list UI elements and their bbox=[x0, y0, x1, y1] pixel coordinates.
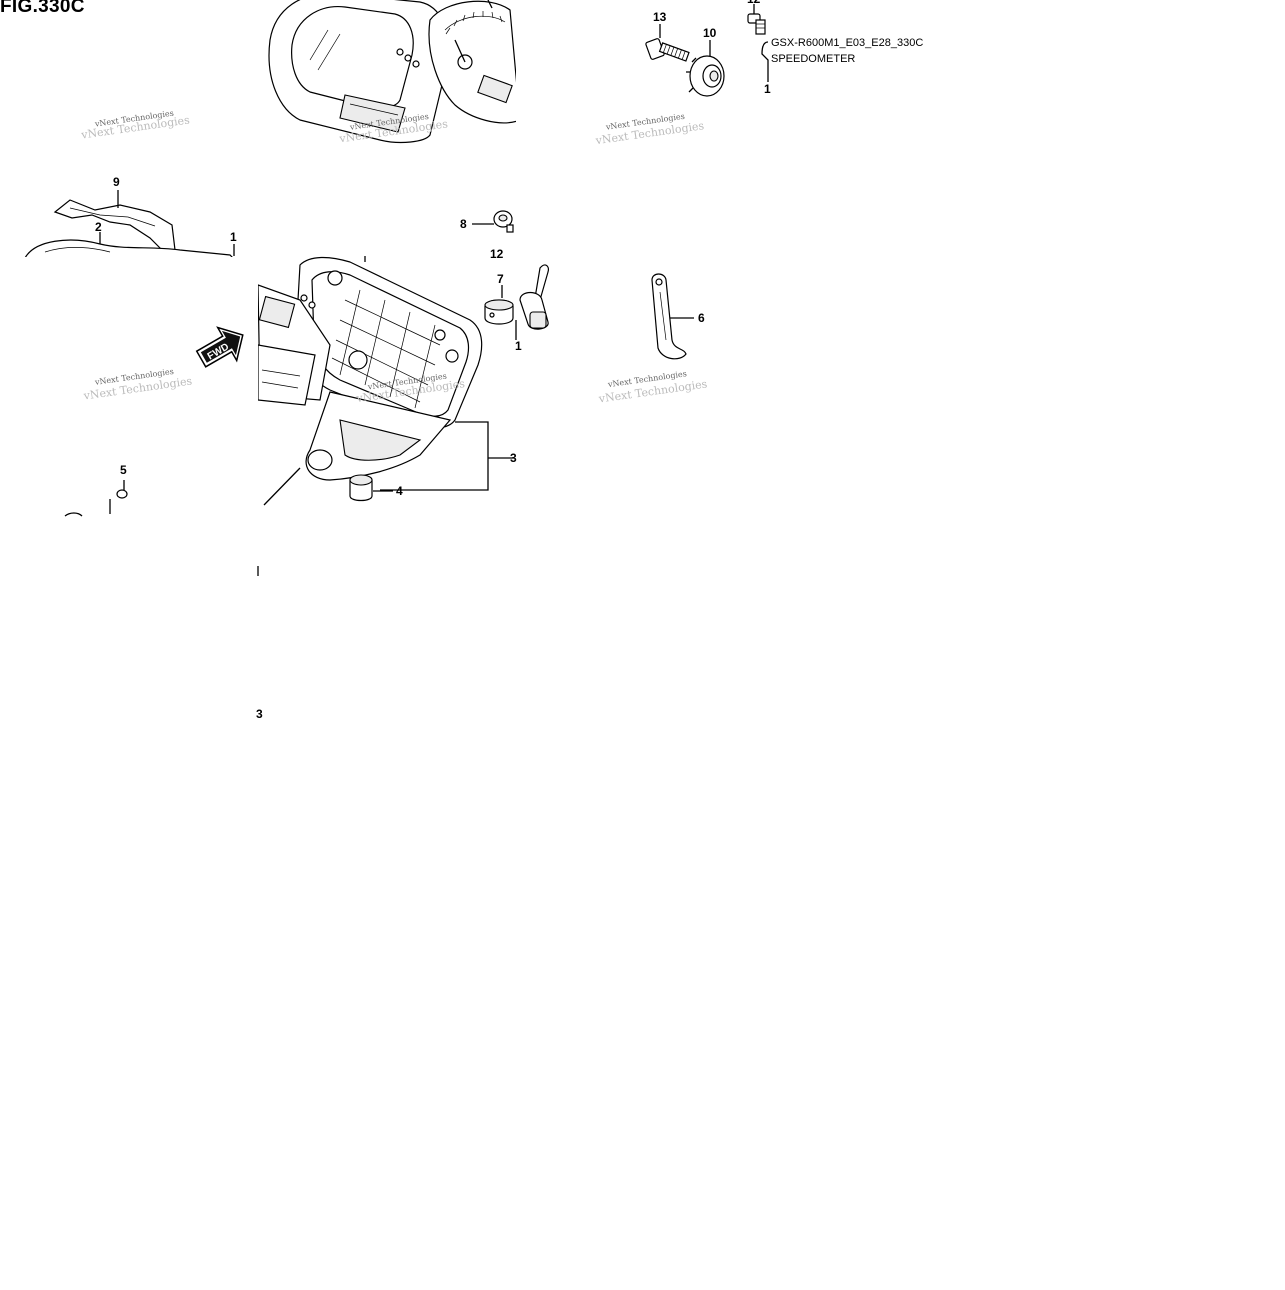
callout-7: 7 bbox=[497, 272, 504, 286]
callout-2: 2 bbox=[95, 220, 102, 234]
callout-10: 10 bbox=[703, 26, 717, 40]
callout-13: 13 bbox=[653, 10, 667, 24]
watermark-1: vNext Technologies vNext Technologies bbox=[79, 109, 190, 142]
figure-title: FIG.330C bbox=[0, 0, 85, 17]
callout-6: 6 bbox=[698, 311, 705, 325]
callout-4: 4 bbox=[396, 484, 403, 498]
callout-1-left: 1 bbox=[230, 230, 237, 244]
callout-12-top: 12 bbox=[747, 0, 761, 6]
watermark-4: vNext Technologies vNext Technologies bbox=[82, 367, 193, 403]
strap-6 bbox=[651, 273, 694, 360]
callout-9: 9 bbox=[113, 175, 120, 189]
meter-case-back bbox=[258, 256, 514, 506]
callout-5: 5 bbox=[120, 463, 127, 477]
grommet-10 bbox=[686, 40, 725, 97]
watermark-3: vNext Technologies vNext Technologies bbox=[594, 112, 705, 148]
speedometer-caption: SPEEDOMETER bbox=[771, 53, 855, 65]
sensor-1 bbox=[515, 264, 550, 340]
screw-8 bbox=[472, 210, 514, 233]
leader-3 bbox=[380, 421, 489, 491]
callout-1-sensor: 1 bbox=[515, 339, 522, 353]
callout-3-cut: 3 bbox=[256, 707, 263, 721]
callout-1-top: 1 bbox=[764, 82, 771, 96]
leader-1-top bbox=[761, 41, 769, 82]
speedometer-assembly-drawing bbox=[268, 0, 516, 144]
fwd-arrow-icon: FWD bbox=[195, 326, 244, 368]
callout-12-mid: 12 bbox=[490, 247, 504, 261]
grommet-7 bbox=[484, 285, 514, 325]
screw-5 bbox=[64, 480, 128, 517]
part-2 bbox=[24, 232, 235, 257]
grommet-4 bbox=[349, 474, 393, 502]
callout-3: 3 bbox=[510, 451, 517, 465]
model-code: GSX-R600M1_E03_E28_330C bbox=[771, 37, 923, 49]
callout-8: 8 bbox=[460, 217, 467, 231]
watermark-6: vNext Technologies vNext Technologies bbox=[597, 369, 708, 405]
screw-12-top bbox=[747, 4, 766, 35]
bolt-13 bbox=[645, 24, 690, 62]
